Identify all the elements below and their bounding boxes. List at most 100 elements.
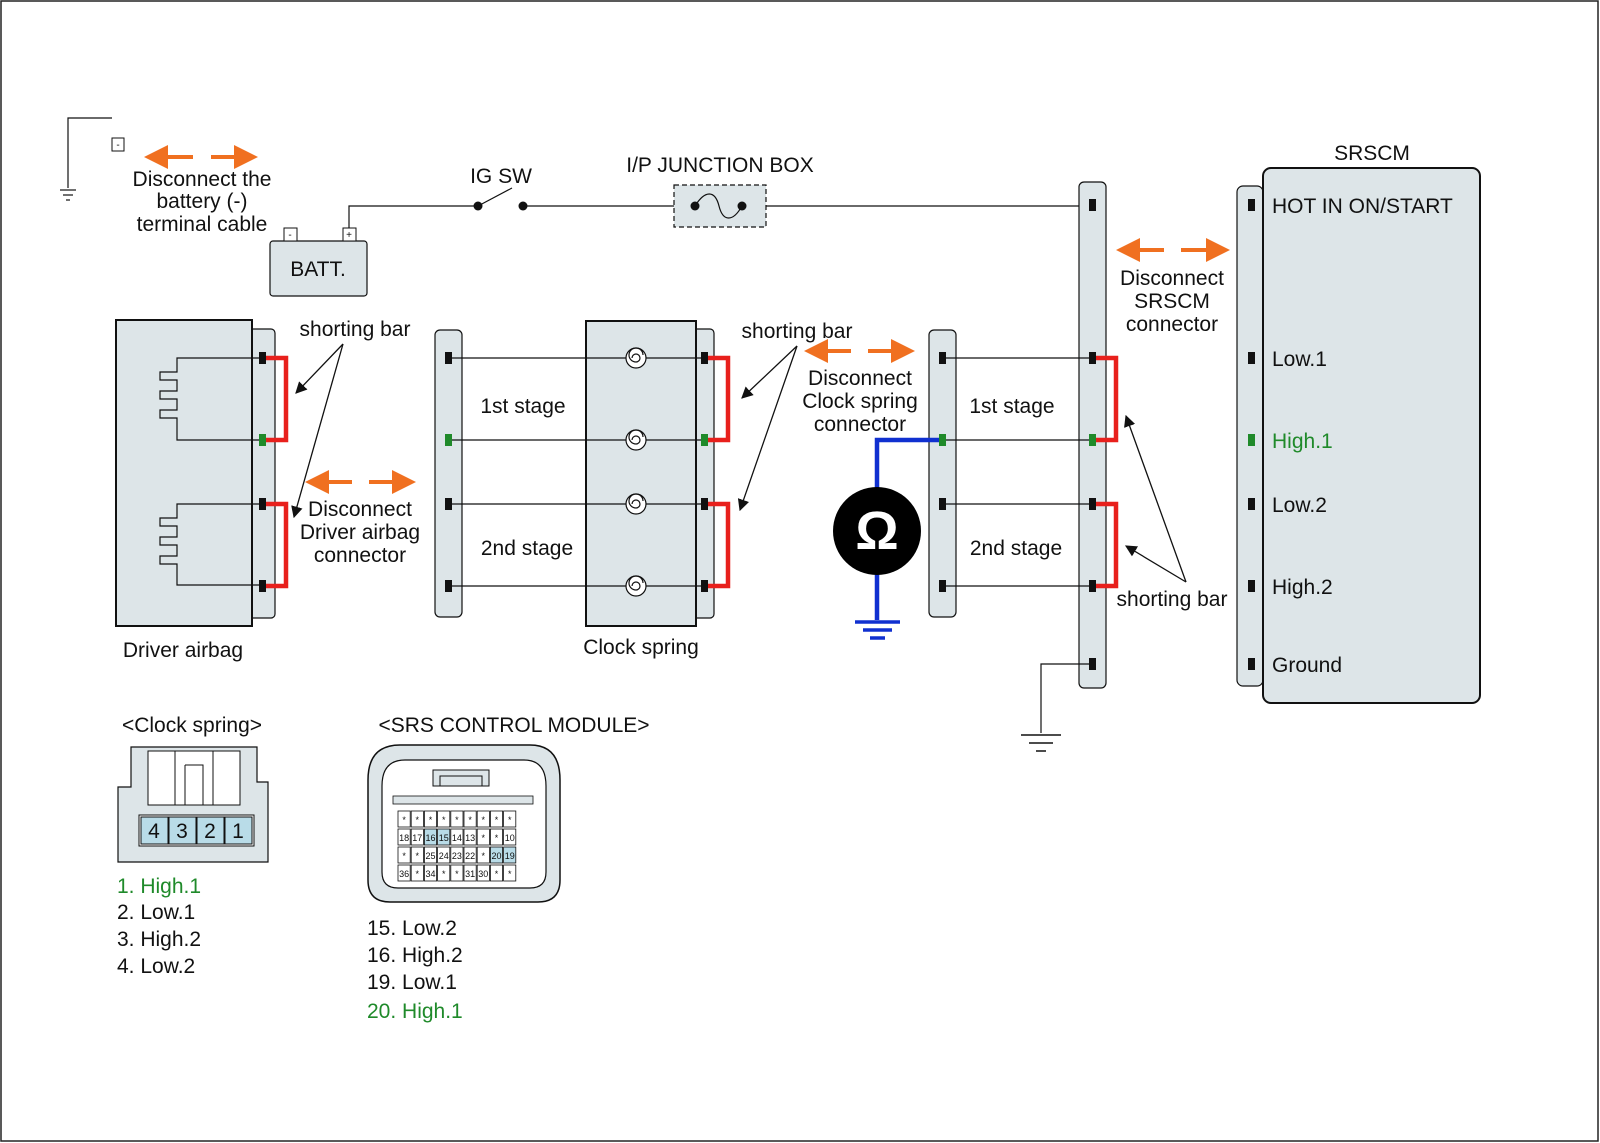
disconnect-srscm-label-1: Disconnect <box>1120 267 1224 290</box>
shorting-bar-label-middle: shorting bar <box>742 320 853 343</box>
srscm-harness-connector <box>1078 181 1107 689</box>
srs-pin-cell <box>437 828 451 846</box>
srs-pin-cell <box>503 846 517 864</box>
srs-module-title: <SRS CONTROL MODULE> <box>378 714 649 737</box>
clock-pin-3: 3 <box>176 820 188 843</box>
wires-right <box>946 357 1089 587</box>
disconnect-srscm-label-2: SRSCM <box>1134 290 1210 313</box>
stage1-label-left: 1st stage <box>480 395 565 418</box>
srs-pin-cell <box>397 828 411 846</box>
srs-pin-cell <box>503 864 517 882</box>
ground-neg-sign: - <box>116 140 119 151</box>
disconnect-clock-label-3: connector <box>814 413 906 436</box>
srs-pin-cell <box>463 864 477 882</box>
battery: - + BATT. <box>269 227 368 297</box>
srs-pin-label: * <box>455 815 459 825</box>
ig-sw-label: IG SW <box>470 165 532 188</box>
srs-pin-label: * <box>482 815 486 825</box>
ohm-icon <box>833 487 921 575</box>
srs-pin-label: * <box>482 833 486 843</box>
srs-pin-label: 19 <box>505 851 515 861</box>
disconnect-clock-label-2: Clock spring <box>802 390 918 413</box>
battery-label: BATT. <box>290 258 346 281</box>
clock-spring-harness-right <box>928 329 957 618</box>
clock-connector-title: <Clock spring> <box>122 714 262 737</box>
srs-pin-cell <box>463 846 477 864</box>
stage2-label-left: 2nd stage <box>481 537 573 560</box>
clock-connector-view: 4 3 2 1 <box>117 746 269 863</box>
shorting-bars <box>266 355 1119 589</box>
disconnect-battery-label-1: Disconnect the <box>133 168 272 191</box>
srs-pin-cell <box>503 810 517 828</box>
clock-spring <box>585 320 715 627</box>
wires-left <box>452 357 701 587</box>
srs-pin-label: 16 <box>425 833 435 843</box>
ohm-symbol: Ω <box>855 501 898 561</box>
shorting-bar-arrows-left <box>291 343 344 519</box>
srs-pin-label: * <box>495 869 499 879</box>
battery-neg-sign: - <box>288 230 291 241</box>
stage2-label-right: 2nd stage <box>970 537 1062 560</box>
srs-pin-cell <box>410 846 424 864</box>
srs-pin-cell <box>489 864 503 882</box>
srs-legend-2: 16. High.2 <box>367 944 463 967</box>
srs-pin-label: * <box>416 815 420 825</box>
driver-airbag <box>115 319 276 627</box>
srs-pin-label: * <box>402 815 406 825</box>
srs-pin-cell <box>463 810 477 828</box>
disconnect-driver-label-1: Disconnect <box>308 498 412 521</box>
srs-pin-label: 18 <box>399 833 409 843</box>
srs-pin-cell <box>423 864 437 882</box>
shorting-bar-arrows-middle <box>737 345 798 512</box>
srs-pin-label: * <box>508 815 512 825</box>
srs-pin-cell <box>450 864 464 882</box>
srscm-title: SRSCM <box>1334 142 1410 165</box>
disconnect-battery-label-2: battery (-) <box>156 190 247 213</box>
srs-pin-cell <box>476 810 490 828</box>
srs-pin-label: 10 <box>505 833 515 843</box>
srs-pin-label: * <box>455 869 459 879</box>
srscm-module <box>1236 167 1481 704</box>
srs-pin-cell <box>476 864 490 882</box>
srs-pin-cell <box>450 846 464 864</box>
srs-pin-label: 36 <box>399 869 409 879</box>
srs-pin-cell <box>437 810 451 828</box>
srs-pin-label: 14 <box>452 833 462 843</box>
srs-pin-label: * <box>495 815 499 825</box>
srs-pin-cell <box>397 864 411 882</box>
srs-legend-3: 19. Low.1 <box>367 971 457 994</box>
srs-pin-cell <box>423 810 437 828</box>
srs-pin-label: 25 <box>425 851 435 861</box>
clock-legend-4: 4. Low.2 <box>117 955 195 978</box>
shorting-bar-label-right: shorting bar <box>1117 588 1228 611</box>
srscm-pin-high1: High.1 <box>1272 430 1333 453</box>
srs-pin-cell <box>410 828 424 846</box>
srs-pin-label: 31 <box>465 869 475 879</box>
junction-box-label: I/P JUNCTION BOX <box>626 154 813 177</box>
srs-pin-cell <box>489 846 503 864</box>
srs-pin-label: 22 <box>465 851 475 861</box>
srs-pin-label: 15 <box>439 833 449 843</box>
disconnect-clock-label-1: Disconnect <box>808 367 912 390</box>
srs-pin-label: * <box>416 869 420 879</box>
clock-spring-harness-left <box>434 329 463 618</box>
clock-legend-3: 3. High.2 <box>117 928 201 951</box>
srscm-pin-low2: Low.2 <box>1272 494 1327 517</box>
srs-pin-cell <box>463 828 477 846</box>
srs-pin-cell <box>410 864 424 882</box>
battery-ground: - <box>60 117 125 201</box>
disconnect-srscm-label-3: connector <box>1126 313 1218 336</box>
fuse-icon <box>694 193 743 219</box>
srs-pin-label: * <box>442 869 446 879</box>
srs-pin-label: 20 <box>491 851 501 861</box>
battery-pos-sign: + <box>346 230 352 241</box>
srs-pin-cell <box>410 810 424 828</box>
disconnect-driver-label-2: Driver airbag <box>300 521 420 544</box>
ohmmeter: Ω <box>833 437 939 640</box>
coil-icons <box>625 347 647 597</box>
srs-legend-1: 15. Low.2 <box>367 917 457 940</box>
srs-pin-cell <box>423 846 437 864</box>
